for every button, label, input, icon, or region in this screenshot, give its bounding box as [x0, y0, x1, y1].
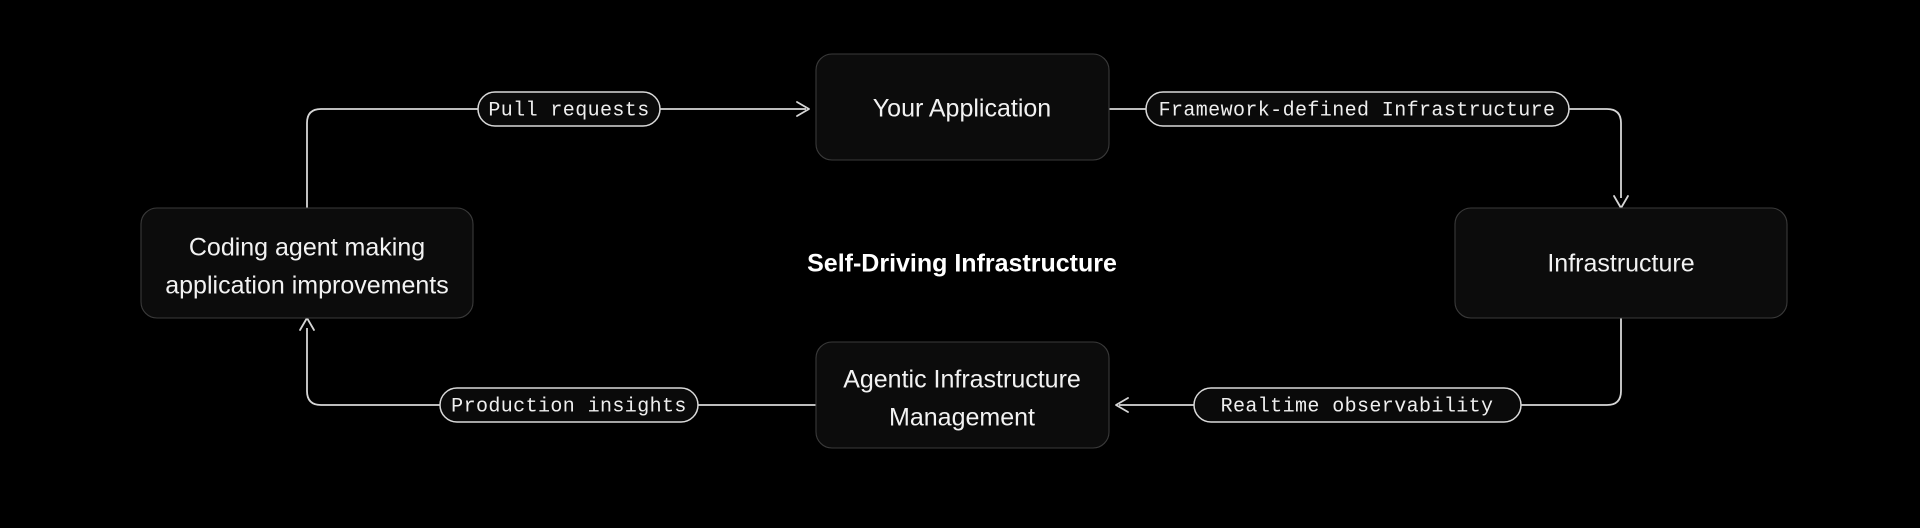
arrowhead-into-agentic-management: [1115, 397, 1129, 413]
arrowhead-into-your-application: [796, 101, 810, 117]
edge-label-realtime-observability-pill[interactable]: [1193, 387, 1522, 423]
edge-label-pull-requests-text: Pull requests: [488, 99, 649, 122]
node-coding-agent[interactable]: Coding agent making application improvem…: [140, 207, 474, 319]
node-coding-agent-box[interactable]: [140, 207, 474, 319]
node-agentic-infrastructure-management[interactable]: Agentic Infrastructure Management: [815, 341, 1110, 449]
edge-label-production-insights-pill[interactable]: [439, 387, 699, 423]
edge-group: [299, 101, 1629, 413]
edge-label-framework-defined-infrastructure[interactable]: Framework-defined Infrastructure: [1145, 91, 1570, 127]
node-your-application[interactable]: Your Application: [815, 53, 1110, 161]
edge-coding-agent-to-your-application: [306, 108, 806, 208]
edge-your-application-to-infrastructure: [1109, 108, 1622, 198]
node-infrastructure-box[interactable]: [1454, 207, 1788, 319]
edge-infrastructure-to-agentic-management: [1119, 318, 1622, 406]
node-agentic-management-label-line1: Agentic Infrastructure: [843, 366, 1081, 394]
edge-label-framework-defined-infrastructure-text: Framework-defined Infrastructure: [1159, 99, 1556, 122]
node-infrastructure[interactable]: Infrastructure: [1454, 207, 1788, 319]
edge-label-production-insights[interactable]: Production insights: [439, 387, 699, 423]
edge-label-group: Pull requests Framework-defined Infrastr…: [439, 91, 1570, 423]
edge-label-pull-requests[interactable]: Pull requests: [477, 91, 661, 127]
node-your-application-label: Your Application: [873, 95, 1051, 123]
edge-label-realtime-observability-text: Realtime observability: [1221, 395, 1494, 418]
diagram-title: Self-Driving Infrastructure: [807, 250, 1117, 278]
node-agentic-management-box[interactable]: [815, 341, 1110, 449]
edge-agentic-management-to-coding-agent: [306, 328, 816, 406]
edge-label-production-insights-text: Production insights: [451, 395, 687, 418]
node-group: Coding agent making application improvem…: [140, 53, 1788, 449]
node-your-application-box[interactable]: [815, 53, 1110, 161]
edge-label-pull-requests-pill[interactable]: [477, 91, 661, 127]
node-agentic-management-label-line2: Management: [889, 404, 1035, 432]
node-coding-agent-label-line1: Coding agent making: [189, 234, 425, 262]
edge-label-framework-defined-infrastructure-pill[interactable]: [1145, 91, 1570, 127]
edge-label-realtime-observability[interactable]: Realtime observability: [1193, 387, 1522, 423]
node-infrastructure-label: Infrastructure: [1547, 250, 1694, 278]
node-coding-agent-label-line2: application improvements: [165, 272, 448, 300]
